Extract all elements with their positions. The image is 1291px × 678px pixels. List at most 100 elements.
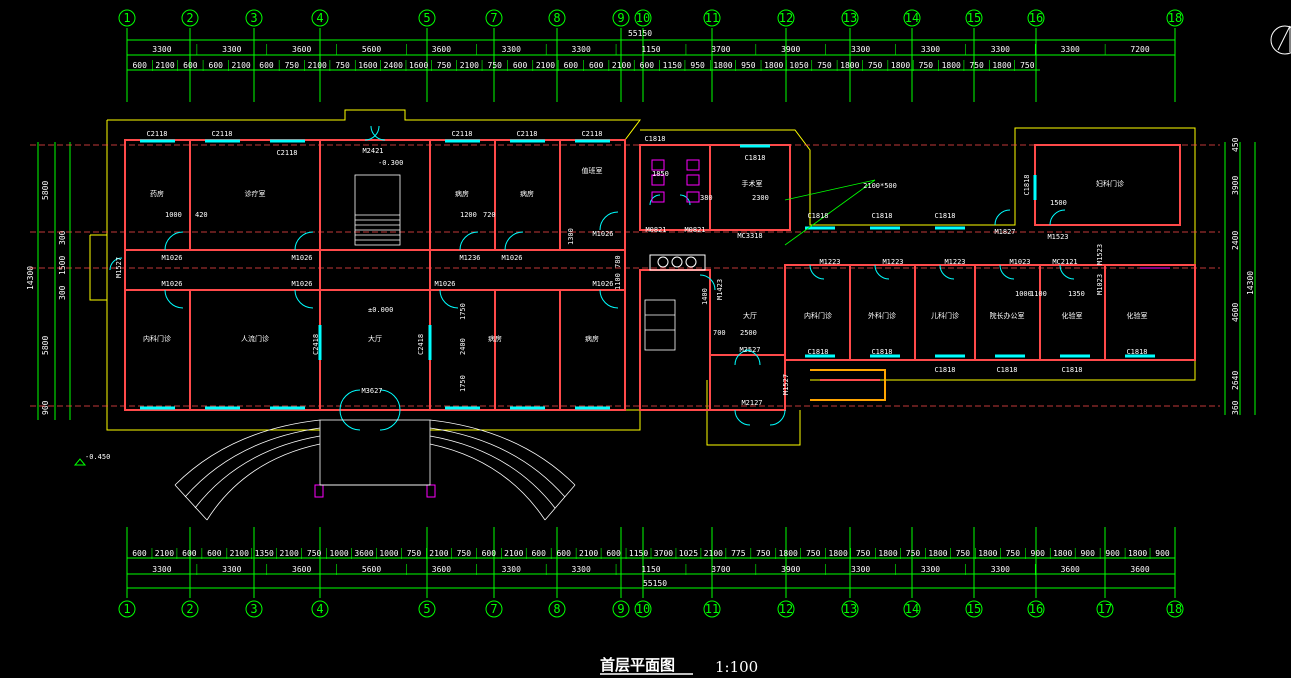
axis-label: 17 (1098, 602, 1112, 616)
dimension-text: 900 (1080, 549, 1095, 558)
axis-bubble (245, 600, 263, 618)
axis-bubble (903, 9, 921, 27)
dimension-text: 775 (731, 549, 746, 558)
door-tag: M1223 (882, 258, 903, 266)
misc-dim: 2300 (752, 194, 769, 202)
axis-label: 2 (186, 11, 193, 25)
dimension-text: 1800 (928, 549, 947, 558)
dimension-text: 1800 (840, 61, 859, 70)
left-dim-3: 5800 (41, 336, 50, 355)
axis-label: 16 (1029, 11, 1043, 25)
axis-bubble (965, 600, 983, 618)
dimension-text: 900 (1105, 549, 1120, 558)
axis-label: 12 (779, 11, 793, 25)
window-tag: C1818 (807, 348, 828, 356)
dimension-text: 1600 (358, 61, 377, 70)
dimension-text: 3300 (921, 565, 940, 574)
dimension-text: 2100 (429, 549, 448, 558)
dimension-text: 3300 (502, 45, 521, 54)
level-mark: -0.300 (378, 159, 403, 167)
misc-dim: 1750 (459, 375, 467, 392)
axis-label: 18 (1168, 602, 1182, 616)
misc-dim: 720 (483, 211, 496, 219)
left-dim-4: 900 (41, 400, 50, 415)
room-surgery: 手术室 (742, 179, 763, 188)
misc-dim: 380 (700, 194, 713, 202)
window-tag: C2118 (451, 130, 472, 138)
room-pediatric: 儿科门诊 (931, 311, 959, 320)
doors (109, 125, 1075, 431)
misc-dim: 2500 (740, 329, 757, 337)
dimension-text: 750 (437, 61, 452, 70)
dimension-text: 3300 (152, 45, 171, 54)
window-tag: C2418 (417, 334, 425, 355)
room-ward-1: 病房 (455, 189, 469, 198)
drawing-title: 首层平面图 1:100 (600, 656, 758, 676)
axis-bubble (903, 600, 921, 618)
misc-dim: 700 (713, 329, 726, 337)
dimension-text: 600 (513, 61, 528, 70)
dimension-text: 3600 (432, 45, 451, 54)
axis-label: 8 (553, 602, 560, 616)
dimension-text: 1000 (329, 549, 348, 558)
dimension-text: 1800 (878, 549, 897, 558)
dimension-text: 3300 (921, 45, 940, 54)
room-abortion: 人流门诊 (241, 334, 269, 343)
misc-dim: 1850 (652, 170, 669, 178)
axis-bubble (703, 9, 721, 27)
window-tag: C2418 (312, 334, 320, 355)
axis-bubble (634, 600, 652, 618)
left-dim-6: 300 (58, 230, 67, 245)
dimension-text: 600 (589, 61, 604, 70)
axis-label: 3 (250, 11, 257, 25)
axis-label: 13 (843, 602, 857, 616)
axis-bubble (1027, 9, 1045, 27)
dimension-text: 1350 (255, 549, 274, 558)
door-tag: M0821 (684, 226, 705, 234)
dimension-text: 3300 (222, 45, 241, 54)
dimension-text: 1800 (992, 61, 1011, 70)
misc-dim: 420 (195, 211, 208, 219)
window-tag: C1818 (871, 212, 892, 220)
window-tag: C1818 (744, 154, 765, 162)
window-tag: C1818 (1023, 174, 1031, 195)
dimension-text: 600 (207, 549, 222, 558)
room-ward-2: 病房 (520, 189, 534, 198)
dimension-text: 2100 (704, 549, 723, 558)
door-tag: M1527 (782, 374, 790, 395)
dimension-text: 3300 (572, 565, 591, 574)
dimension-text: 2100 (280, 549, 299, 558)
dimension-text: 3300 (572, 45, 591, 54)
door-tag: M1023 (1009, 258, 1030, 266)
misc-dim: 1100 (614, 273, 622, 290)
level-mark: ±0.000 (368, 306, 393, 314)
dimension-text: 600 (640, 61, 655, 70)
window-tag: C1818 (807, 212, 828, 220)
dimension-text: 3700 (654, 549, 673, 558)
axis-bubble (612, 600, 630, 618)
door-tag: M1026 (592, 280, 613, 288)
door-tag: M0821 (645, 226, 666, 234)
axis-label: 11 (705, 602, 719, 616)
left-dimension-texts: 5800 14300 5800 900 1500 300 300 3900 24… (26, 137, 1255, 415)
dimension-text: 1800 (779, 549, 798, 558)
drawing-title-text: 首层平面图 (600, 656, 675, 674)
axis-bubble (181, 600, 199, 618)
misc-dim: 1500 (1050, 199, 1067, 207)
bottom-total-dim: 55150 (643, 579, 667, 588)
note-size: 2100*500 (863, 182, 897, 190)
window-tag: C1818 (871, 348, 892, 356)
dimension-text: 1050 (789, 61, 808, 70)
room-labels: 药房 诊疗室 病房 病房 值班室 手术室 内科门诊 人流门诊 大厅 病房 病房 … (143, 166, 1148, 343)
room-surgical: 外科门诊 (868, 311, 896, 320)
axis-label: 3 (250, 602, 257, 616)
dimension-text: 3700 (711, 565, 730, 574)
dimension-text: 1800 (942, 61, 961, 70)
dimension-text: 2100 (231, 61, 250, 70)
axis-bubble (841, 9, 859, 27)
dimension-text: 600 (132, 549, 147, 558)
